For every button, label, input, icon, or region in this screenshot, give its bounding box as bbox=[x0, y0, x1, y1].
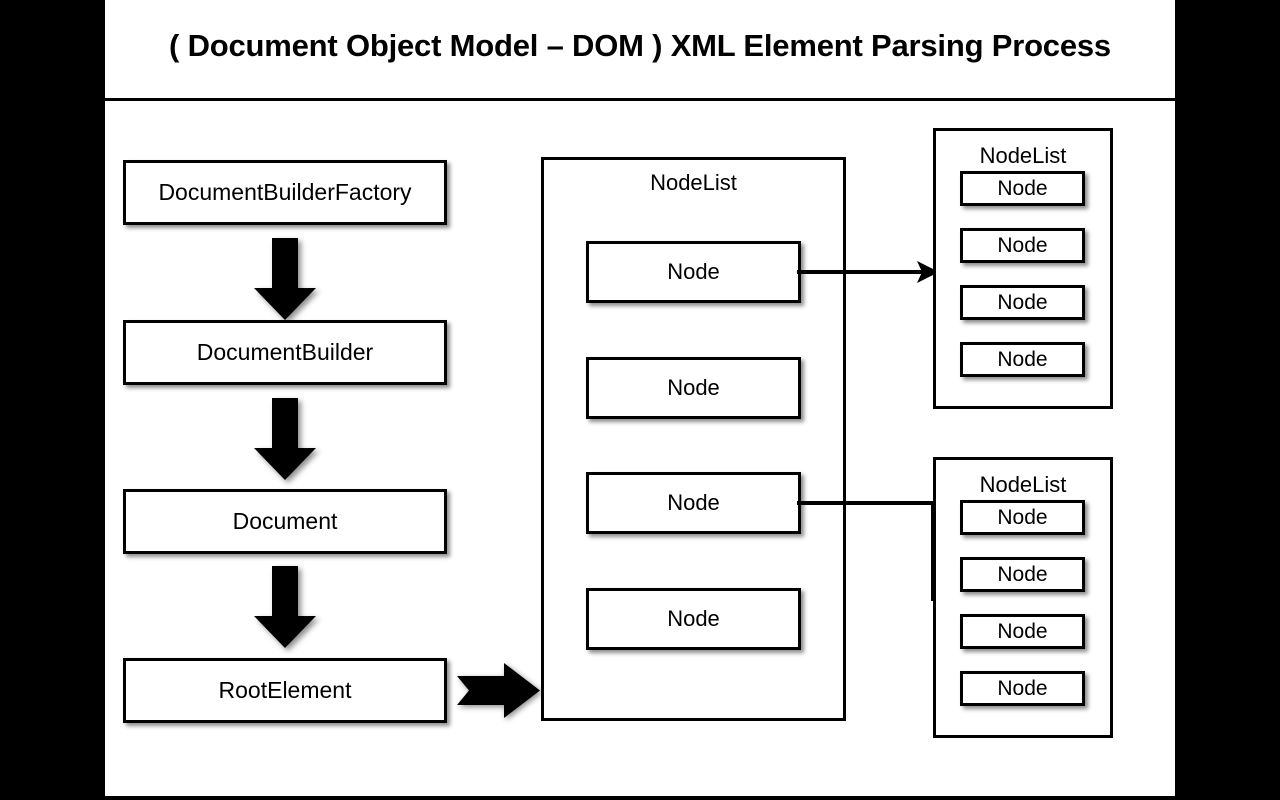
pipeline-step-label: DocumentBuilderFactory bbox=[158, 179, 412, 205]
connector-node3-to-nodelist2 bbox=[797, 501, 1039, 610]
right-nodelist-1-node-1[interactable]: Node bbox=[960, 171, 1085, 206]
right-nodelist-title: NodeList bbox=[979, 472, 1067, 497]
pipeline-step-label: Document bbox=[232, 508, 338, 534]
center-node-1[interactable]: Node bbox=[586, 241, 801, 303]
node-label: Node bbox=[997, 505, 1048, 529]
node-label: Node bbox=[997, 676, 1048, 700]
node-label: Node bbox=[667, 490, 720, 515]
node-label: Node bbox=[667, 606, 720, 631]
pipeline-step-rootelement[interactable]: RootElement bbox=[123, 658, 447, 723]
right-nodelist-1-node-4[interactable]: Node bbox=[960, 342, 1085, 377]
node-label: Node bbox=[997, 562, 1048, 586]
pipeline-step-documentbuilder[interactable]: DocumentBuilder bbox=[123, 320, 447, 385]
right-nodelist-2-node-2[interactable]: Node bbox=[960, 557, 1085, 592]
right-nodelist-2-node-3[interactable]: Node bbox=[960, 614, 1085, 649]
down-block-arrow-icon-2 bbox=[254, 398, 316, 480]
pipeline-step-label: RootElement bbox=[218, 677, 352, 703]
down-block-arrow-icon-1 bbox=[254, 238, 316, 320]
right-nodelist-1-node-3[interactable]: Node bbox=[960, 285, 1085, 320]
right-block-arrow-icon bbox=[457, 663, 540, 718]
node-label: Node bbox=[667, 259, 720, 284]
pipeline-step-label: DocumentBuilder bbox=[196, 339, 374, 365]
right-nodelist-2-node-1[interactable]: Node bbox=[960, 500, 1085, 535]
node-label: Node bbox=[997, 347, 1048, 371]
right-nodelist-1-node-2[interactable]: Node bbox=[960, 228, 1085, 263]
node-label: Node bbox=[997, 233, 1048, 257]
title-divider bbox=[105, 98, 1175, 101]
center-nodelist-title: NodeList bbox=[650, 170, 737, 195]
node-label: Node bbox=[667, 375, 720, 400]
node-label: Node bbox=[997, 176, 1048, 200]
down-block-arrow-icon-3 bbox=[254, 566, 316, 648]
right-nodelist-title: NodeList bbox=[979, 143, 1067, 168]
title-band: ( Document Object Model – DOM ) XML Elem… bbox=[105, 0, 1175, 101]
center-node-2[interactable]: Node bbox=[586, 357, 801, 419]
center-node-3[interactable]: Node bbox=[586, 472, 801, 534]
slide-canvas: ( Document Object Model – DOM ) XML Elem… bbox=[105, 0, 1175, 796]
node-label: Node bbox=[997, 290, 1048, 314]
pipeline-step-document[interactable]: Document bbox=[123, 489, 447, 554]
connector-node1-to-nodelist1 bbox=[797, 261, 939, 283]
pipeline-step-documentbuilderfactory[interactable]: DocumentBuilderFactory bbox=[123, 160, 447, 225]
node-label: Node bbox=[997, 619, 1048, 643]
right-nodelist-2-node-4[interactable]: Node bbox=[960, 671, 1085, 706]
center-node-4[interactable]: Node bbox=[586, 588, 801, 650]
page-title: ( Document Object Model – DOM ) XML Elem… bbox=[169, 28, 1111, 63]
